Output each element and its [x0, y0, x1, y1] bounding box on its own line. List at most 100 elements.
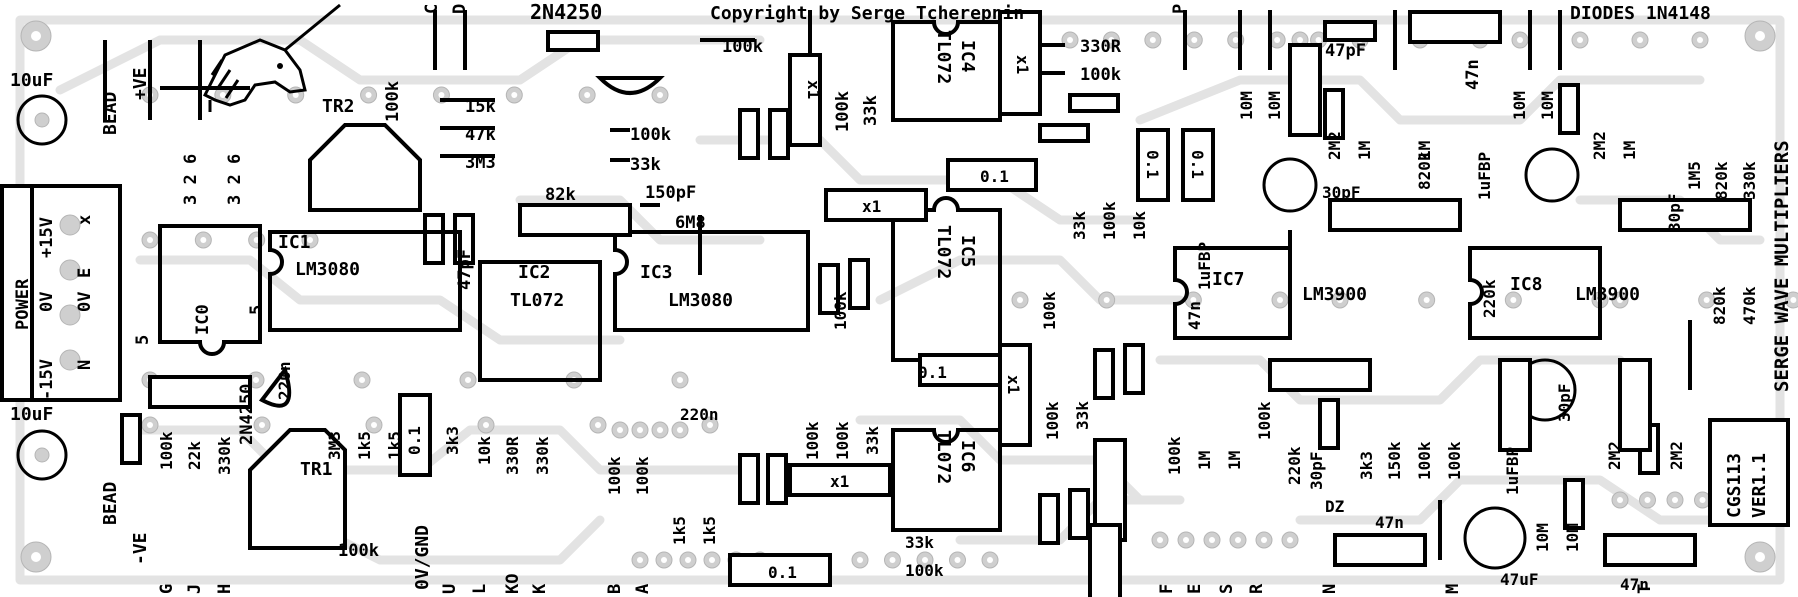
label-r-100k-h: 100k	[157, 431, 176, 470]
label-ic6: IC6	[957, 440, 978, 473]
pad-hole	[359, 377, 365, 383]
label-c-47pf-top: 47pF	[1325, 41, 1366, 61]
label-power: POWER	[13, 278, 33, 330]
connector-label-bottom: S	[1217, 584, 1237, 594]
connector-label-bottom: B	[605, 584, 625, 594]
label-r-2m2-a: 2M2	[1325, 131, 1344, 160]
connector-label-bottom: J	[185, 584, 205, 594]
pad-hole	[1287, 537, 1293, 543]
label-r-330k-a: 330k	[1740, 161, 1759, 200]
connector-label-bottom: U	[440, 584, 460, 594]
label-r-100k-l: 100k	[833, 421, 852, 460]
pad-hole	[371, 422, 377, 428]
resistor-body	[1323, 20, 1377, 42]
label-0v-b: 0V	[37, 292, 57, 312]
power-header	[0, 184, 122, 402]
label-c-01-f: 0.1	[768, 563, 797, 582]
label-r-3k3-b: 3k3	[1357, 451, 1376, 480]
label-x1-e: x1	[830, 472, 849, 491]
pad-hole	[637, 557, 643, 563]
pad-hole	[685, 557, 691, 563]
pad-hole	[253, 377, 259, 383]
pad-hole	[1277, 297, 1283, 303]
label-plus-ve: +VE	[130, 67, 151, 100]
connector-label-bottom: R	[1247, 583, 1267, 594]
silkscreen-text: Copyright by Serge Tcherepnin DIODES 1N4…	[10, 0, 1793, 594]
label-ov-gnd: 0V/GND	[412, 525, 433, 590]
label-r-2m2-d: 2M2	[1667, 441, 1686, 470]
label-r-10m-f: 10M	[1563, 523, 1582, 552]
connector-label-bottom: A	[633, 584, 653, 594]
label-r-100k-m: 100k	[1043, 401, 1062, 440]
pad-hole	[1190, 297, 1197, 303]
label-r-100k-o: 100k	[1165, 436, 1184, 475]
label-c-30pf-c: 30pF	[1307, 451, 1326, 490]
label-r-100k-n: 100k	[905, 561, 944, 580]
pad-hole	[954, 557, 961, 563]
label-2n4250-top: 2N4250	[530, 0, 602, 24]
pad-hole	[365, 92, 372, 98]
resistor-body	[768, 108, 790, 160]
pad-hole	[1790, 297, 1797, 303]
connector-label-bottom: T	[1635, 584, 1655, 594]
label-r-82k: 82k	[545, 185, 576, 205]
pad-hole	[438, 92, 445, 98]
label-r-330r: 330R	[1080, 37, 1122, 57]
label-r-100k-e: 100k	[1100, 201, 1119, 240]
label-r-1k5-d: 1k5	[700, 516, 719, 545]
pad-hole	[1517, 37, 1523, 43]
label-ic1: IC1	[278, 232, 311, 253]
pad-hole	[219, 92, 226, 98]
pad-hole	[1510, 297, 1517, 303]
label-e: E	[75, 268, 95, 278]
label-r-33k-c: 33k	[1070, 211, 1089, 240]
copyright-text: Copyright by Serge Tcherepnin	[710, 3, 1024, 24]
label-r-1k5-b: 1k5	[385, 431, 404, 460]
label-r-150k: 150k	[1385, 441, 1404, 480]
label-plus15v: +15V	[37, 217, 57, 258]
label-r-10m-e: 10M	[1533, 523, 1552, 552]
label-r-33k-b: 33k	[861, 95, 881, 126]
pad-hole	[661, 557, 667, 563]
label-tr1-res: 100k	[338, 541, 379, 561]
pad-hole	[1703, 297, 1710, 303]
label-10uf-top: 10uF	[10, 70, 53, 91]
label-x1-b: x1	[1013, 55, 1032, 74]
label-r-820k-b: 820k	[1712, 161, 1731, 200]
connector-label-top: C	[422, 4, 442, 14]
label-r-100k-f: 100k	[831, 291, 850, 330]
label-c-30pf-d: 30pF	[1555, 383, 1574, 422]
label-c-30pf-a: 30pF	[1322, 183, 1361, 202]
pad-hole	[1108, 37, 1115, 43]
pad-hole	[1577, 37, 1583, 43]
diodes-note: DIODES 1N4148	[1570, 3, 1711, 24]
label-r-100k-tr2: 100k	[383, 81, 403, 122]
label-x1-d: x1	[1004, 375, 1023, 394]
label-bead-top: BEAD	[100, 91, 121, 135]
connector-label-bottom: N	[1320, 584, 1340, 594]
label-n: N	[75, 360, 95, 370]
label-c-47n-bot2: 47n	[1620, 575, 1649, 594]
resistor-body	[1038, 123, 1090, 143]
mounting-holes	[20, 20, 1776, 573]
label-r-47k: 47k	[465, 125, 496, 145]
label-r-3m3-b: 3M3	[325, 431, 344, 460]
label-r-100k-p: 100k	[1255, 401, 1274, 440]
label-c-47pf-left: 47pF	[455, 249, 475, 290]
label-ic5-part: TL072	[933, 225, 954, 279]
connector-label-bottom: E	[1185, 584, 1205, 594]
label-x1-c: x1	[862, 197, 881, 216]
label-r-1k5-a: 1k5	[355, 431, 374, 460]
label-r-100k-top: 100k	[722, 37, 763, 57]
label-r-820k-a: 820k	[1415, 151, 1434, 190]
label-c-47uf: 47uF	[1500, 570, 1539, 589]
resistor-body	[848, 258, 870, 310]
resistor-body	[766, 453, 788, 505]
label-r-10m-b: 10M	[1265, 91, 1284, 120]
label-ic7: IC7	[1212, 269, 1245, 290]
label-r-220k-a: 220k	[1480, 279, 1499, 318]
label-minus-ve: -VE	[130, 532, 151, 565]
label-r-10k-a: 10k	[1130, 211, 1149, 240]
label-ic0: IC0	[193, 304, 213, 335]
pad-hole	[1067, 37, 1073, 43]
